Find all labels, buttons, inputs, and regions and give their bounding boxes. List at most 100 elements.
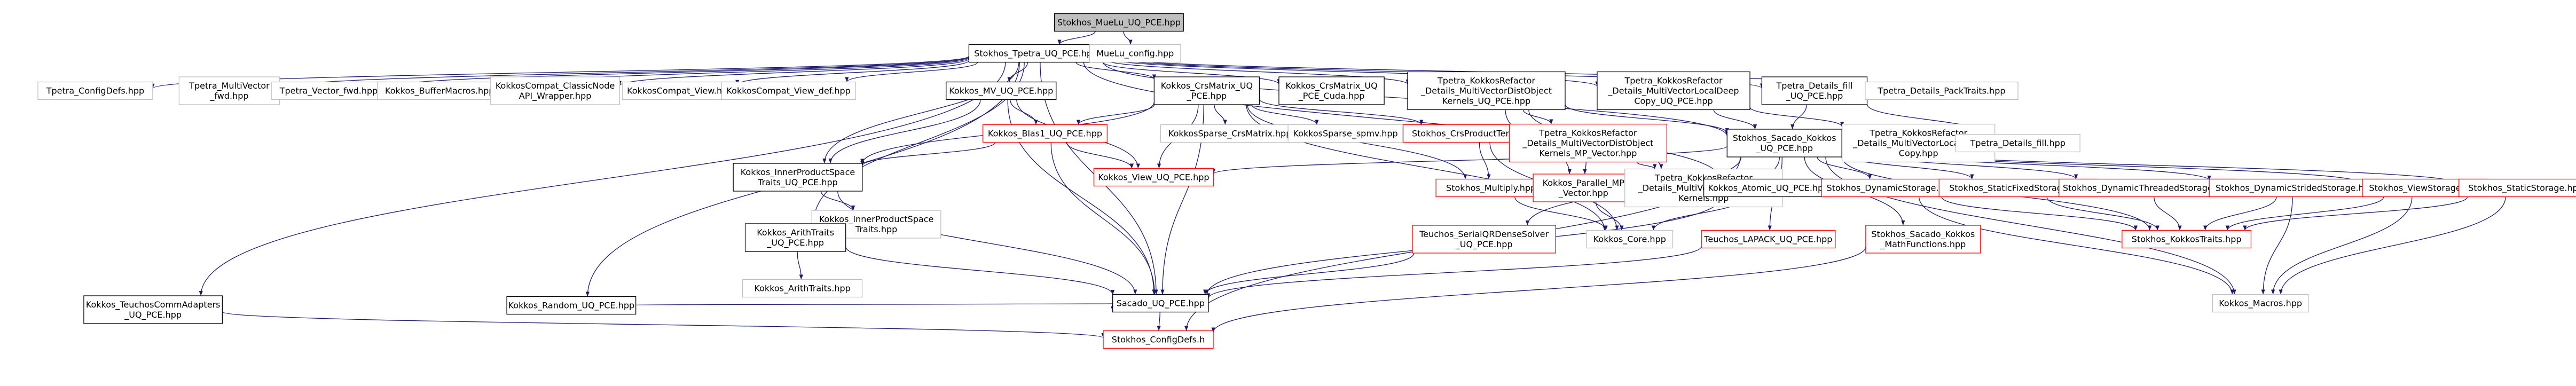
- node-label: Kokkos_ArithTraits: [757, 227, 834, 238]
- node-box: [946, 81, 1057, 100]
- node-ksparsecrs: KokkosSparse_CrsMatrix.hpp: [1160, 124, 1300, 143]
- node-tkrlc[interactable]: Tpetra_KokkosRefactor_Details_MultiVecto…: [1597, 71, 1750, 111]
- node-box: [1701, 230, 1836, 249]
- node-label: Kokkos_CrsMatrix_UQ: [1161, 81, 1253, 91]
- node-box: [178, 76, 280, 105]
- node-sdynthr[interactable]: Stokhos_DynamicThreadedStorage.hpp: [2059, 178, 2236, 198]
- node-sdynstr[interactable]: Stokhos_DynamicStridedStorage.hpp: [2209, 178, 2382, 198]
- node-label: Stokhos_Tpetra_UQ_PCE.hpp: [974, 49, 1097, 59]
- node-kcrs[interactable]: Kokkos_CrsMatrix_UQ_PCE.hpp: [1153, 76, 1260, 105]
- node-tkrmvk[interactable]: Tpetra_KokkosRefactor_Details_MultiVecto…: [1509, 123, 1668, 163]
- edge-sdyn-to-kktraits: [1941, 196, 2138, 231]
- node-tdfill[interactable]: Tpetra_Details_fill_UQ_PCE.hpp: [1761, 76, 1868, 105]
- node-tsdqr[interactable]: Teuchos_SerialQRDenseSolver_UQ_PCE.hpp: [1412, 225, 1556, 254]
- node-label: Tpetra_KokkosRefactor: [1869, 128, 1968, 139]
- node-smult[interactable]: Stokhos_Multiply.hpp: [1435, 178, 1546, 198]
- node-sstat[interactable]: Stokhos_StaticStorage.hpp: [2459, 178, 2576, 198]
- node-krandom[interactable]: Kokkos_Random_UQ_PCE.hpp: [506, 296, 637, 315]
- edge-smath-to-sconfig: [1211, 247, 1866, 333]
- node-label: Kokkos_Blas1_UQ_PCE.hpp: [988, 129, 1102, 139]
- node-label: Stokhos_ViewStorage.hpp: [2369, 183, 2480, 194]
- node-box: [1287, 124, 1403, 143]
- node-box: [2209, 178, 2382, 198]
- node-kips[interactable]: Kokkos_InnerProductSpaceTraits_UQ_PCE.hp…: [733, 163, 863, 192]
- edge-tpetra-to-kcompv: [735, 60, 970, 85]
- node-label: Tpetra_ConfigDefs.hpp: [46, 86, 144, 97]
- edge-sdyn-to-kmacros: [1919, 196, 2234, 295]
- node-label: _MathFunctions.hpp: [1880, 239, 1966, 250]
- node-box: [622, 81, 738, 100]
- node-label: KokkosCompat_View.hpp: [627, 86, 733, 97]
- node-label: Stokhos_DynamicStridedStorage.hpp: [2216, 183, 2375, 194]
- edge-tpetra-to-tkrmv: [1102, 58, 1410, 85]
- node-label: _UQ_PCE.hpp: [1755, 143, 1813, 154]
- node-label: Tpetra_Vector_fwd.hpp: [279, 86, 378, 97]
- node-layer: Stokhos_MueLu_UQ_PCE.hppStokhos_Tpetra_U…: [37, 13, 2576, 349]
- edge-tpetra-to-kips: [822, 62, 1019, 164]
- node-kcrsc[interactable]: Kokkos_CrsMatrix_UQ_PCE_Cuda.hpp: [1278, 76, 1385, 105]
- node-label: Kernels_UQ_PCE.hpp: [1442, 96, 1530, 107]
- node-tpetra[interactable]: Stokhos_Tpetra_UQ_PCE.hpp: [968, 44, 1103, 63]
- node-label: KokkosCompat_View_def.hpp: [726, 86, 850, 97]
- node-label: Stokhos_StaticStorage.hpp: [2468, 183, 2576, 194]
- node-box: [1509, 123, 1668, 163]
- edge-tkrmv-to-sacado: [1565, 104, 1729, 133]
- node-label: KokkosSparse_spmv.hpp: [1293, 129, 1397, 139]
- node-katomic[interactable]: Kokkos_Atomic_UQ_PCE.hpp: [1703, 178, 1833, 198]
- node-label: Kokkos_MV_UQ_PCE.hpp: [949, 86, 1053, 97]
- node-tdpack: Tpetra_Details_PackTraits.hpp: [1865, 81, 2019, 100]
- node-label: Tpetra_KokkosRefactor: [1437, 76, 1536, 86]
- node-kktraits[interactable]: Stokhos_KokkosTraits.hpp: [2122, 230, 2252, 249]
- node-label: Kokkos_View_UQ_PCE.hpp: [1098, 172, 1209, 183]
- node-karithh: Kokkos_ArithTraits.hpp: [742, 279, 863, 298]
- node-label: Teuchos_LAPACK_UQ_PCE.hpp: [1703, 234, 1832, 245]
- edge-sstatfix-to-kktraits: [2046, 196, 2159, 231]
- edge-karith-to-karithh: [797, 251, 803, 280]
- edge-mueluhpp-to-tpetra: [1057, 31, 1096, 45]
- node-tvec: Tpetra_Vector_fwd.hpp: [271, 81, 387, 100]
- node-label: KokkosCompat_ClassicNode: [496, 81, 615, 91]
- node-kmv[interactable]: Kokkos_MV_UQ_PCE.hpp: [946, 81, 1057, 100]
- node-label: _Details_MultiVectorLocalDeep: [1607, 86, 1739, 97]
- edge-sacadouq-to-sconfig: [1157, 312, 1161, 331]
- node-sconfig[interactable]: Stokhos_ConfigDefs.h: [1103, 330, 1214, 349]
- node-label: Teuchos_SerialQRDenseSolver: [1419, 229, 1549, 240]
- node-kblas1[interactable]: Kokkos_Blas1_UQ_PCE.hpp: [982, 124, 1108, 143]
- node-label: Tpetra_Details_fill: [1776, 81, 1853, 91]
- node-label: Stokhos_MueLu_UQ_PCE.hpp: [1057, 18, 1181, 28]
- edge-kmv-to-kips: [828, 99, 981, 164]
- edge-kcrs-to-scrsprod: [1259, 99, 1424, 125]
- node-box: [37, 81, 153, 100]
- node-tlapack[interactable]: Teuchos_LAPACK_UQ_PCE.hpp: [1701, 230, 1836, 249]
- node-mueluhpp[interactable]: Stokhos_MueLu_UQ_PCE.hpp: [1054, 13, 1184, 32]
- node-kview[interactable]: Kokkos_View_UQ_PCE.hpp: [1093, 168, 1214, 187]
- node-label: _UQ_PCE.hpp: [1786, 91, 1843, 101]
- edge-sdynstr-to-kmacros: [2261, 196, 2293, 295]
- node-tkrmv[interactable]: Tpetra_KokkosRefactor_Details_MultiVecto…: [1407, 71, 1566, 111]
- edge-sdynthr-to-kktraits: [2154, 196, 2182, 231]
- node-tkrlcd: Tpetra_KokkosRefactor_Details_MultiVecto…: [1841, 123, 1996, 163]
- node-sacadouq[interactable]: Sacado_UQ_PCE.hpp: [1112, 294, 1209, 313]
- node-smath[interactable]: Stokhos_Sacado_Kokkos_MathFunctions.hpp: [1865, 225, 1981, 254]
- node-sacado[interactable]: Stokhos_Sacado_Kokkos_UQ_PCE.hpp: [1726, 129, 1842, 157]
- node-label: Stokhos_ConfigDefs.h: [1112, 335, 1205, 345]
- edge-sdynstr-to-kktraits: [2203, 196, 2277, 231]
- edge-tkrlc-to-tkrlcd: [1749, 107, 1844, 127]
- node-box: [1761, 76, 1868, 105]
- node-box: [1407, 71, 1566, 111]
- node-kteuchos[interactable]: Kokkos_TeuchosCommAdapters_UQ_PCE.hpp: [83, 295, 223, 324]
- node-kcore: Kokkos_Core.hpp: [1586, 230, 1674, 249]
- node-box: [1412, 225, 1556, 254]
- node-box: [2212, 294, 2309, 313]
- node-sdyn[interactable]: Stokhos_DynamicStorage.hpp: [1821, 178, 1961, 198]
- node-box: [1153, 76, 1260, 105]
- node-box: [83, 295, 223, 324]
- node-kpar[interactable]: Kokkos_Parallel_MP_Vector.hpp: [1533, 174, 1634, 202]
- node-karith[interactable]: Kokkos_ArithTraits_UQ_PCE.hpp: [744, 223, 846, 252]
- node-box: [1865, 225, 1981, 254]
- node-box: [1821, 178, 1961, 198]
- node-box: [506, 296, 637, 315]
- node-label: Stokhos_StaticFixedStorage.hpp: [1949, 183, 2086, 194]
